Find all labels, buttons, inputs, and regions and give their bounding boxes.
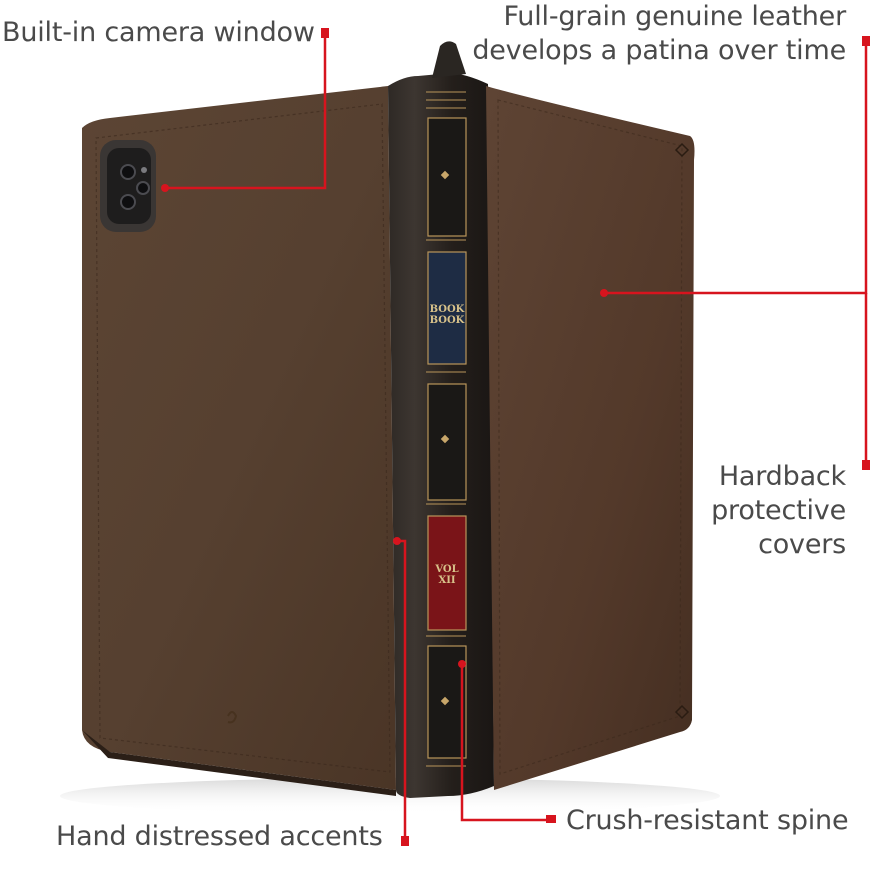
diamond-ornament-icon [440,434,450,444]
back-cover-edge [82,730,396,796]
back-cover-stitching [95,103,391,773]
callout-leather-line1: Full-grain genuine leather [503,1,846,32]
flash-icon [141,167,147,173]
corner-ornament-icon [674,142,690,158]
callout-dots [161,28,870,846]
spine-vol-line2: XII [438,575,455,586]
callout-covers-line1: Hardback [718,461,846,492]
callout-distressed-accents: Hand distressed accents [56,821,383,852]
spine-bands [426,91,466,767]
camera-lens-icon [120,194,136,210]
callout-line-spine [460,664,550,822]
spine-book-line2: BOOK [430,315,465,326]
callout-leather: Full-grain genuine leather develops a pa… [472,0,846,68]
callout-covers-line2: protective [711,495,846,526]
spine-vol-line1: VOL [434,564,458,575]
spine-label-book [427,251,467,365]
callout-covers-line3: covers [758,529,846,560]
camera-lens-icon [120,164,136,180]
corner-ornament-icon [674,704,690,720]
camera-window-inner [107,148,151,224]
spine-panel [427,383,467,501]
front-cover [486,86,695,790]
callout-covers: Hardback protective covers [711,460,846,562]
ribbon-bookmark [432,41,466,78]
spine-label-vol [427,515,467,631]
callout-camera-window: Built-in camera window [2,17,315,48]
floor-shadow [60,778,720,814]
front-cover-stitching [497,99,683,775]
embossed-logo-icon [227,711,238,724]
callout-line-camera [165,34,327,190]
back-cover [82,86,396,790]
camera-lens-icon [136,181,150,195]
callout-leather-line2: develops a patina over time [472,35,846,66]
diamond-ornament-icon [440,170,450,180]
diamond-ornament-icon [440,696,450,706]
callout-crush-resistant-spine: Crush-resistant spine [566,805,849,836]
spine-book-line1: BOOK [430,304,465,315]
